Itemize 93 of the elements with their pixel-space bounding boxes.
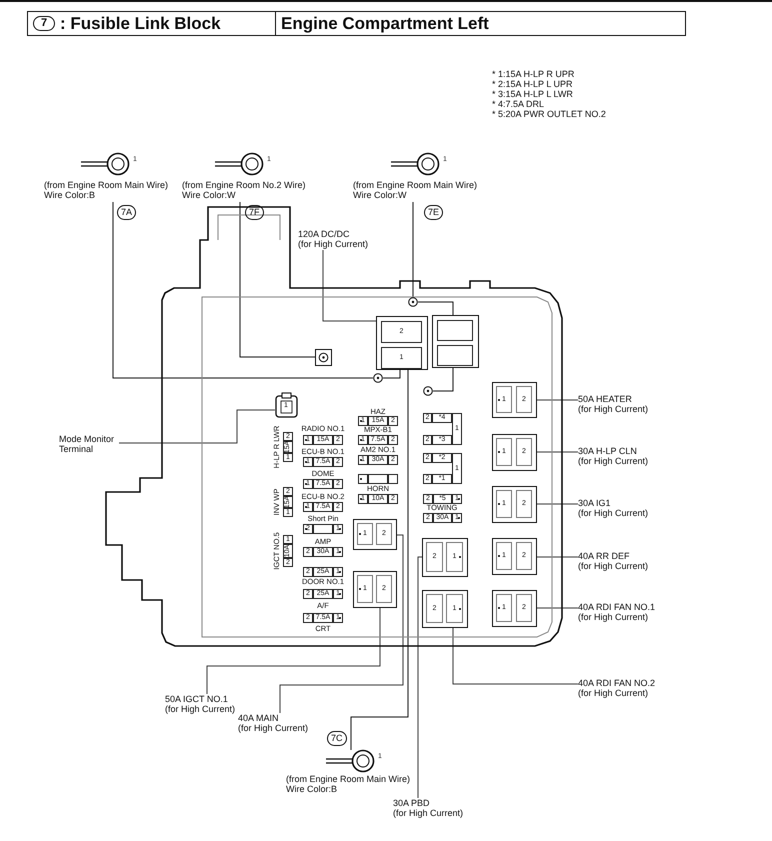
fuse-name-label: 40A RDI FAN NO.2 [578,678,656,688]
wire [382,370,400,378]
stud-bolt-icon [408,297,418,307]
footnote-text: * 5:20A PWR OUTLET NO.2 [492,109,606,119]
connector-code-badge: 7C [327,731,347,746]
mini-fuse [303,567,343,577]
leader-line [118,410,276,444]
terminal-caption: Wire Color:B [286,784,338,794]
mini-fuse [358,416,398,426]
block-number-badge: 7 [33,16,55,31]
fusible-link [492,590,537,627]
fuse-name-label: (for High Current) [578,688,648,698]
fuse-name-label: 30A PBD [393,798,430,808]
terminal-caption: Wire Color:B [44,190,96,200]
leader-line [536,556,578,558]
connector-code-badge: 7F [245,205,264,220]
wire [240,202,316,358]
mini-fuse [283,535,293,567]
title-text: Engine Compartment Left [281,13,489,35]
fuse-name-label: 50A IGCT NO.1 [165,694,228,704]
leader-line [322,250,376,322]
terminal-caption: Wire Color:W [182,190,236,200]
terminal-caption: (from Engine Room Main Wire) [286,774,410,784]
stud-bolt-icon [315,349,332,366]
mini-fuse [283,487,293,517]
footnote-text: * 3:15A H-LP L LWR [492,89,573,99]
mini-fuse [303,457,343,467]
terminal-caption: (from Engine Room Main Wire) [44,180,168,190]
fuse-name-label: (for High Current) [578,612,648,622]
mode-monitor-connector [275,392,298,418]
fuse-name-label: (for High Current) [578,508,648,518]
fusible-link [492,434,537,471]
mini-fuse [303,613,343,623]
mini-fuse [283,432,293,462]
fusible-link [492,486,537,523]
dual-mini-fuse [423,453,462,484]
mini-fuse [358,494,398,504]
mini-fuse [423,494,462,504]
leader-line [418,556,422,798]
wire [432,368,454,392]
fuse-name-label: 30A IG1 [578,498,611,508]
mini-fuse [303,589,343,599]
fusible-link [353,571,397,608]
fuse-name-label: 40A MAIN [238,713,279,723]
mini-fuse [303,435,343,445]
mini-fuse [303,547,343,557]
wire [350,370,408,750]
fuse-name-label: 40A RR DEF [578,551,630,561]
stud-bolt-icon [423,386,433,396]
mini-fuse [358,474,398,484]
wire [412,202,414,298]
fuse-name-label: (for High Current) [165,704,236,714]
fuse-name-label: (for High Current) [238,723,308,733]
connector-code-badge: 7A [117,205,136,220]
fusible-link [432,315,479,368]
fuse-name-label: 120A DC/DC [298,229,350,239]
terminal-caption: (from Engine Room Main Wire) [353,180,478,190]
mini-fuse [303,479,343,489]
mini-fuse [358,455,398,465]
mini-fuse [358,435,398,445]
stud-bolt-icon [373,373,383,383]
fuse-name-label: (for High Current) [578,404,648,414]
terminal-caption: Wire Color:W [353,190,408,200]
leader-line [452,628,578,684]
fusible-link [422,590,468,628]
fusible-link [422,538,468,577]
fusible-link [353,519,397,550]
footnote-text: * 1:15A H-LP R UPR [492,69,574,79]
wire [112,202,374,378]
fuse-name-label: Terminal [59,444,94,454]
dual-mini-fuse [423,413,462,445]
mini-fuse [303,502,343,512]
fuse-name-label: (for High Current) [578,561,648,571]
fuse-name-label: 40A RDI FAN NO.1 [578,602,656,612]
mini-fuse [423,513,462,523]
fuse-name-label: (for High Current) [393,808,464,818]
terminal-caption: (from Engine Room No.2 Wire) [182,180,306,190]
title-text: : Fusible Link Block [60,13,221,35]
fusible-link [376,316,428,370]
leader-line [280,534,404,714]
footnote-text: * 4:7.5A DRL [492,99,544,109]
fuse-name-label: (for High Current) [298,239,368,249]
fusible-link [492,538,537,575]
wire [418,302,454,316]
fuse-name-label: (for High Current) [578,456,648,466]
fusible-link [492,382,537,418]
leader-line [206,608,380,694]
fuse-name-label: 30A H-LP CLN [578,446,637,456]
connector-code-badge: 7E [424,205,444,220]
fuse-name-label: Mode Monitor [59,434,114,444]
mini-fuse [303,524,343,534]
fuse-name-label: 50A HEATER [578,394,632,404]
footnote-text: * 2:15A H-LP L UPR [492,79,573,89]
